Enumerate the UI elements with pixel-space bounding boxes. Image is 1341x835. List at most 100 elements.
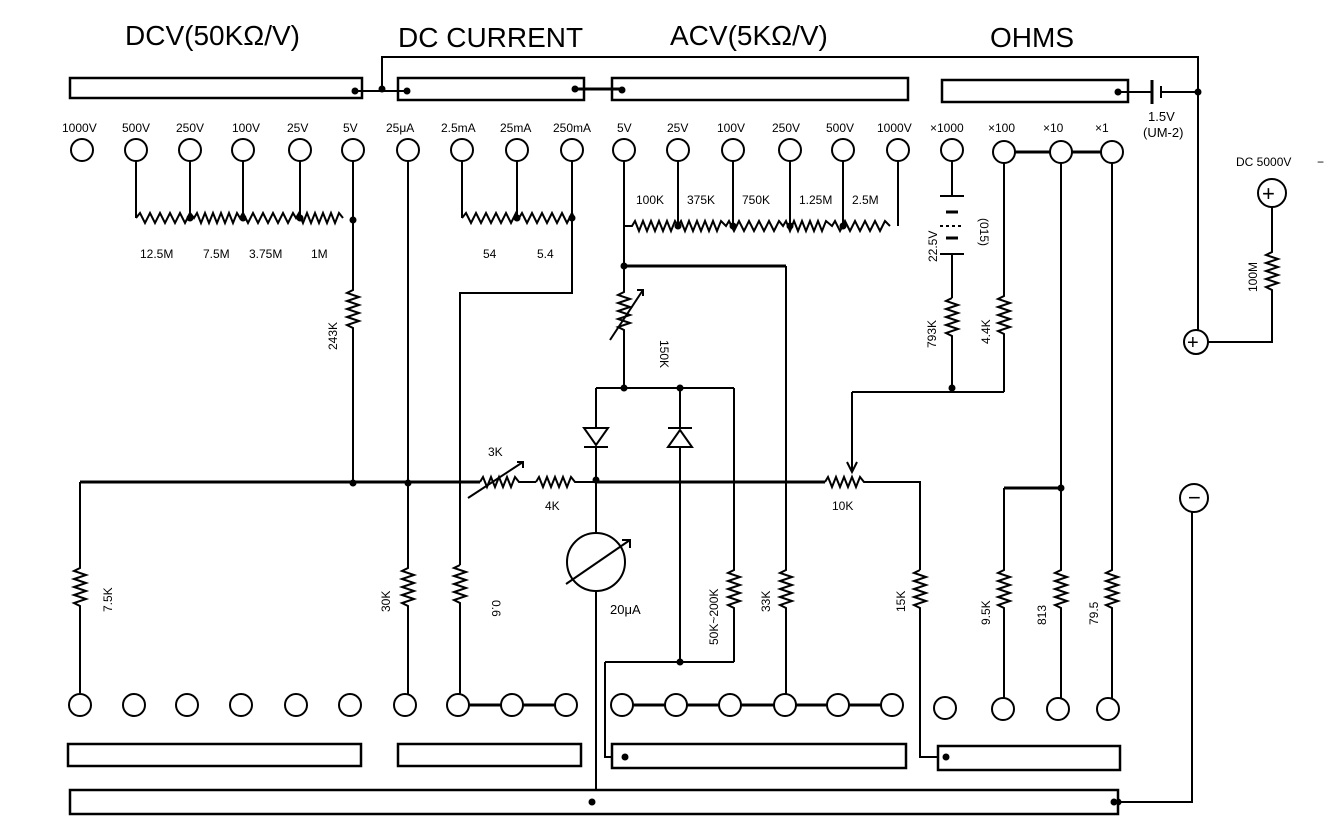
res-5-4: 5.4 xyxy=(537,247,554,261)
res-100k: 100K xyxy=(636,193,664,207)
top-terminals xyxy=(70,138,1124,164)
bar-top-ohms xyxy=(940,78,1130,104)
res-2-5m: 2.5M xyxy=(852,193,879,207)
res-7-5m: 7.5M xyxy=(203,247,230,261)
bottom-terminal[interactable] xyxy=(826,693,850,717)
bottom-terminal[interactable] xyxy=(933,696,957,720)
meter-movement xyxy=(566,532,626,592)
res-375k: 375K xyxy=(687,193,715,207)
res-0-6: 0.6 xyxy=(489,600,503,617)
bottom-terminal[interactable] xyxy=(610,693,634,717)
bottom-terminal[interactable] xyxy=(229,693,253,717)
label-dcv-500v: 500V xyxy=(122,121,150,135)
label-dcv-100v: 100V xyxy=(232,121,260,135)
bar-bottom-current xyxy=(396,742,583,768)
terminal-current-250ma[interactable] xyxy=(560,138,584,162)
terminal-dcv-25v[interactable] xyxy=(288,138,312,162)
battery-15v-label: 1.5V xyxy=(1148,109,1175,124)
bar-bottom-acv xyxy=(610,742,908,770)
bottom-terminal[interactable] xyxy=(1046,697,1070,721)
res-9-5k: 9.5K xyxy=(979,600,993,625)
res-15k: 15K xyxy=(894,591,908,612)
bottom-terminal[interactable] xyxy=(446,693,470,717)
terminal-dcv-500v[interactable] xyxy=(124,138,148,162)
label-current-25ua: 25μA xyxy=(386,121,414,135)
terminal-dcv-5v[interactable] xyxy=(341,138,365,162)
bottom-terminal[interactable] xyxy=(718,693,742,717)
terminal-dcv-1000v[interactable] xyxy=(70,138,94,162)
label-acv-25v: 25V xyxy=(667,121,688,135)
terminal-dcv-250v[interactable] xyxy=(178,138,202,162)
terminal-ohms-x10[interactable] xyxy=(1049,140,1073,164)
label-dcv-1000v: 1000V xyxy=(62,121,97,135)
bottom-terminal[interactable] xyxy=(773,693,797,717)
terminal-ohms-x1[interactable] xyxy=(1100,140,1124,164)
res-79-5: 79.5 xyxy=(1087,601,1101,625)
res-7-5k: 7.5K xyxy=(101,587,115,612)
bottom-terminal[interactable] xyxy=(500,693,524,717)
bottom-terminal[interactable] xyxy=(338,693,362,717)
bottom-terminal[interactable] xyxy=(175,693,199,717)
header-dc-current: DC CURRENT xyxy=(398,22,583,53)
battery-225v-type: (015) xyxy=(977,218,991,246)
terminal-current-25ma[interactable] xyxy=(505,138,529,162)
bottom-terminals xyxy=(68,693,1120,721)
label-ohms-x10: ×10 xyxy=(1043,121,1064,135)
terminal-acv-25v[interactable] xyxy=(666,138,690,162)
svg-text:+: + xyxy=(1187,332,1199,354)
svg-text:−: − xyxy=(1188,485,1201,510)
terminal-dcv-100v[interactable] xyxy=(231,138,255,162)
label-acv-5v: 5V xyxy=(617,121,632,135)
bottom-terminal[interactable] xyxy=(664,693,688,717)
bar-top-current xyxy=(396,76,586,102)
bottom-terminal[interactable] xyxy=(68,693,92,717)
res-1m: 1M xyxy=(311,247,328,261)
header-dcv: DCV(50KΩ/V) xyxy=(125,20,300,51)
label-acv-100v: 100V xyxy=(717,121,745,135)
res-150k: 150K xyxy=(657,340,671,368)
res-54: 54 xyxy=(483,247,497,261)
meter-label: 20μA xyxy=(610,602,641,617)
label-dcv-250v: 250V xyxy=(176,121,204,135)
header-acv: ACV(5KΩ/V) xyxy=(670,20,828,51)
res-4k: 4K xyxy=(545,499,560,513)
terminal-acv-500v[interactable] xyxy=(831,138,855,162)
bottom-terminal[interactable] xyxy=(1096,697,1120,721)
battery-15v-type: (UM-2) xyxy=(1143,125,1183,140)
header-ohms: OHMS xyxy=(990,22,1074,53)
res-4-4k: 4.4K xyxy=(979,319,993,344)
terminal-current-25ua[interactable] xyxy=(396,138,420,162)
bar-bottom-dcv xyxy=(66,742,363,768)
res-30k: 30K xyxy=(379,591,393,612)
battery-225v-label: 22.5V xyxy=(926,231,940,262)
res-3k: 3K xyxy=(488,445,503,459)
label-dcv-25v: 25V xyxy=(287,121,308,135)
terminal-ohms-x100[interactable] xyxy=(992,140,1016,164)
label-ohms-x100: ×100 xyxy=(988,121,1015,135)
terminal-acv-250v[interactable] xyxy=(778,138,802,162)
res-243k: 243K xyxy=(326,322,340,350)
label-current-25ma: 2.5mA xyxy=(441,121,476,135)
terminal-acv-5v[interactable] xyxy=(612,138,636,162)
bottom-terminal[interactable] xyxy=(284,693,308,717)
label-current-250ma: 250mA xyxy=(553,121,591,135)
bottom-terminal[interactable] xyxy=(554,693,578,717)
terminal-acv-100v[interactable] xyxy=(721,138,745,162)
bottom-terminal[interactable] xyxy=(880,693,904,717)
terminal-acv-1000v[interactable] xyxy=(886,138,910,162)
terminal-current-2-5ma[interactable] xyxy=(450,138,474,162)
label-acv-250v: 250V xyxy=(772,121,800,135)
label-acv-1000v: 1000V xyxy=(877,121,912,135)
bottom-terminal[interactable] xyxy=(393,693,417,717)
res-100m: 100M xyxy=(1246,262,1260,292)
svg-text:−: − xyxy=(1317,155,1324,169)
minus-terminal[interactable] xyxy=(1179,483,1209,513)
terminal-ohms-x1000[interactable] xyxy=(940,138,964,162)
bottom-terminal[interactable] xyxy=(991,697,1015,721)
res-33k: 33K xyxy=(759,591,773,612)
res-10k: 10K xyxy=(832,499,853,513)
bottom-terminal[interactable] xyxy=(122,693,146,717)
svg-text:+: + xyxy=(1262,181,1275,206)
bar-top-dcv xyxy=(68,76,364,100)
